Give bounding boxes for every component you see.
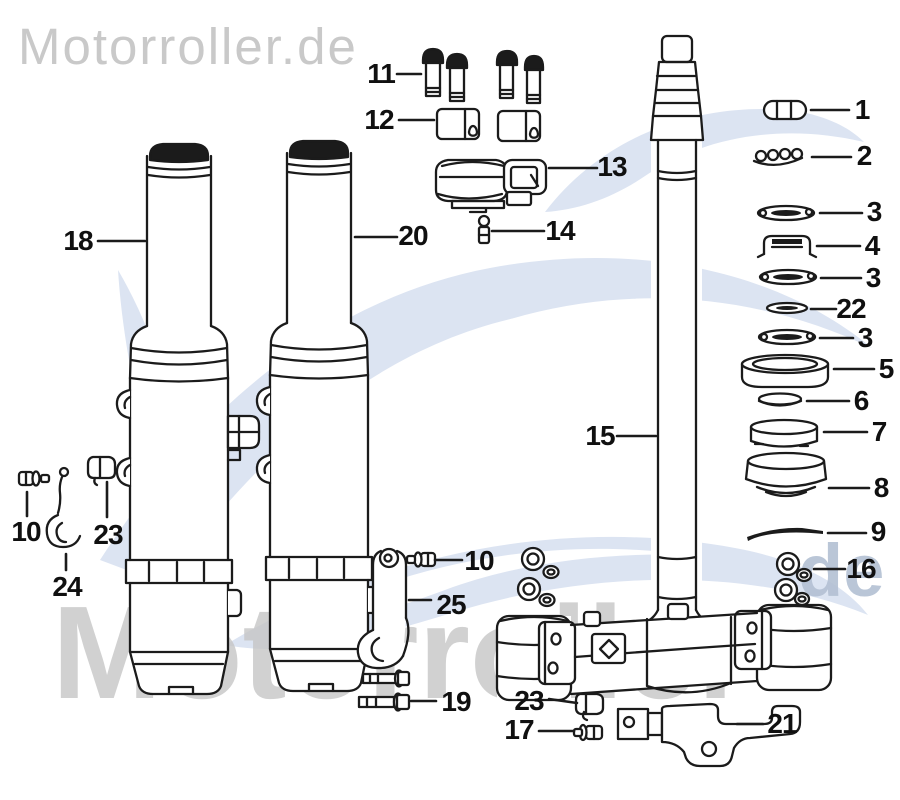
line-art bbox=[17, 34, 876, 768]
callout-23-bottom: 23 bbox=[514, 685, 544, 716]
bearing-inner-race bbox=[749, 418, 819, 448]
steering-stem bbox=[641, 34, 713, 625]
clamp-bolts-middle bbox=[516, 546, 560, 608]
bearing-cone bbox=[744, 451, 828, 498]
steering-stem-nut bbox=[762, 99, 808, 121]
callout-18: 18 bbox=[63, 225, 93, 256]
handlebar-spacers bbox=[435, 107, 542, 143]
callout-8: 8 bbox=[873, 472, 890, 503]
callout-5: 5 bbox=[878, 353, 895, 384]
callout-17: 17 bbox=[504, 714, 534, 745]
callout-3b: 3 bbox=[865, 262, 882, 293]
callout-6: 6 bbox=[853, 385, 870, 416]
dust-seal bbox=[747, 527, 823, 541]
bolt-10-left bbox=[17, 470, 51, 487]
clamp-bolts-16 bbox=[773, 551, 813, 607]
pin-14 bbox=[477, 214, 491, 245]
callout-13: 13 bbox=[597, 151, 627, 182]
callout-1: 1 bbox=[854, 94, 871, 125]
callout-9: 9 bbox=[870, 516, 887, 547]
callout-14: 14 bbox=[545, 215, 575, 246]
seal-ring bbox=[757, 392, 803, 407]
callout-10-left: 10 bbox=[11, 516, 41, 547]
washer-3b bbox=[758, 268, 818, 286]
lower-triple-clamp bbox=[495, 602, 833, 702]
callout-25: 25 bbox=[436, 589, 466, 620]
callout-21: 21 bbox=[767, 708, 797, 739]
callout-20: 20 bbox=[398, 220, 428, 251]
watermark-bottom-suffix: de bbox=[798, 529, 884, 612]
bolt-10-middle bbox=[405, 551, 437, 568]
fork-leg-right bbox=[255, 139, 383, 693]
hose-holder-25 bbox=[356, 547, 410, 670]
bracket-21 bbox=[616, 702, 802, 768]
callout-22: 22 bbox=[836, 293, 866, 324]
callout-3a: 3 bbox=[866, 196, 883, 227]
nut-17 bbox=[572, 723, 604, 742]
crinkle-washer bbox=[752, 147, 804, 166]
fork-leg-left bbox=[115, 142, 261, 696]
callout-11: 11 bbox=[367, 58, 396, 89]
callout-3c: 3 bbox=[857, 322, 874, 353]
callout-10-middle: 10 bbox=[464, 545, 494, 576]
callout-4: 4 bbox=[864, 230, 881, 261]
hook-wire-24 bbox=[45, 466, 82, 549]
callout-12: 12 bbox=[364, 104, 394, 135]
dust-cover bbox=[756, 234, 818, 259]
washer-3a bbox=[756, 204, 816, 222]
clip-23-bottom bbox=[574, 692, 605, 722]
thin-washer-22 bbox=[765, 301, 809, 315]
watermark-top-left: Motorroller.de bbox=[18, 18, 358, 75]
handlebar-clamp-assembly bbox=[434, 156, 548, 214]
fork-top-bolts bbox=[421, 47, 545, 105]
callout-lines bbox=[25, 72, 876, 733]
callout-15: 15 bbox=[585, 420, 615, 451]
clip-23-left bbox=[86, 455, 117, 487]
callout-16: 16 bbox=[846, 553, 876, 584]
callout-19: 19 bbox=[441, 686, 471, 717]
callout-24: 24 bbox=[52, 571, 82, 602]
washer-3c bbox=[757, 328, 817, 346]
fender-bolts-19 bbox=[357, 669, 411, 712]
callout-2: 2 bbox=[856, 140, 873, 171]
callout-7: 7 bbox=[871, 416, 888, 447]
upper-bearing-race bbox=[740, 353, 830, 389]
callout-23-left: 23 bbox=[93, 519, 123, 550]
